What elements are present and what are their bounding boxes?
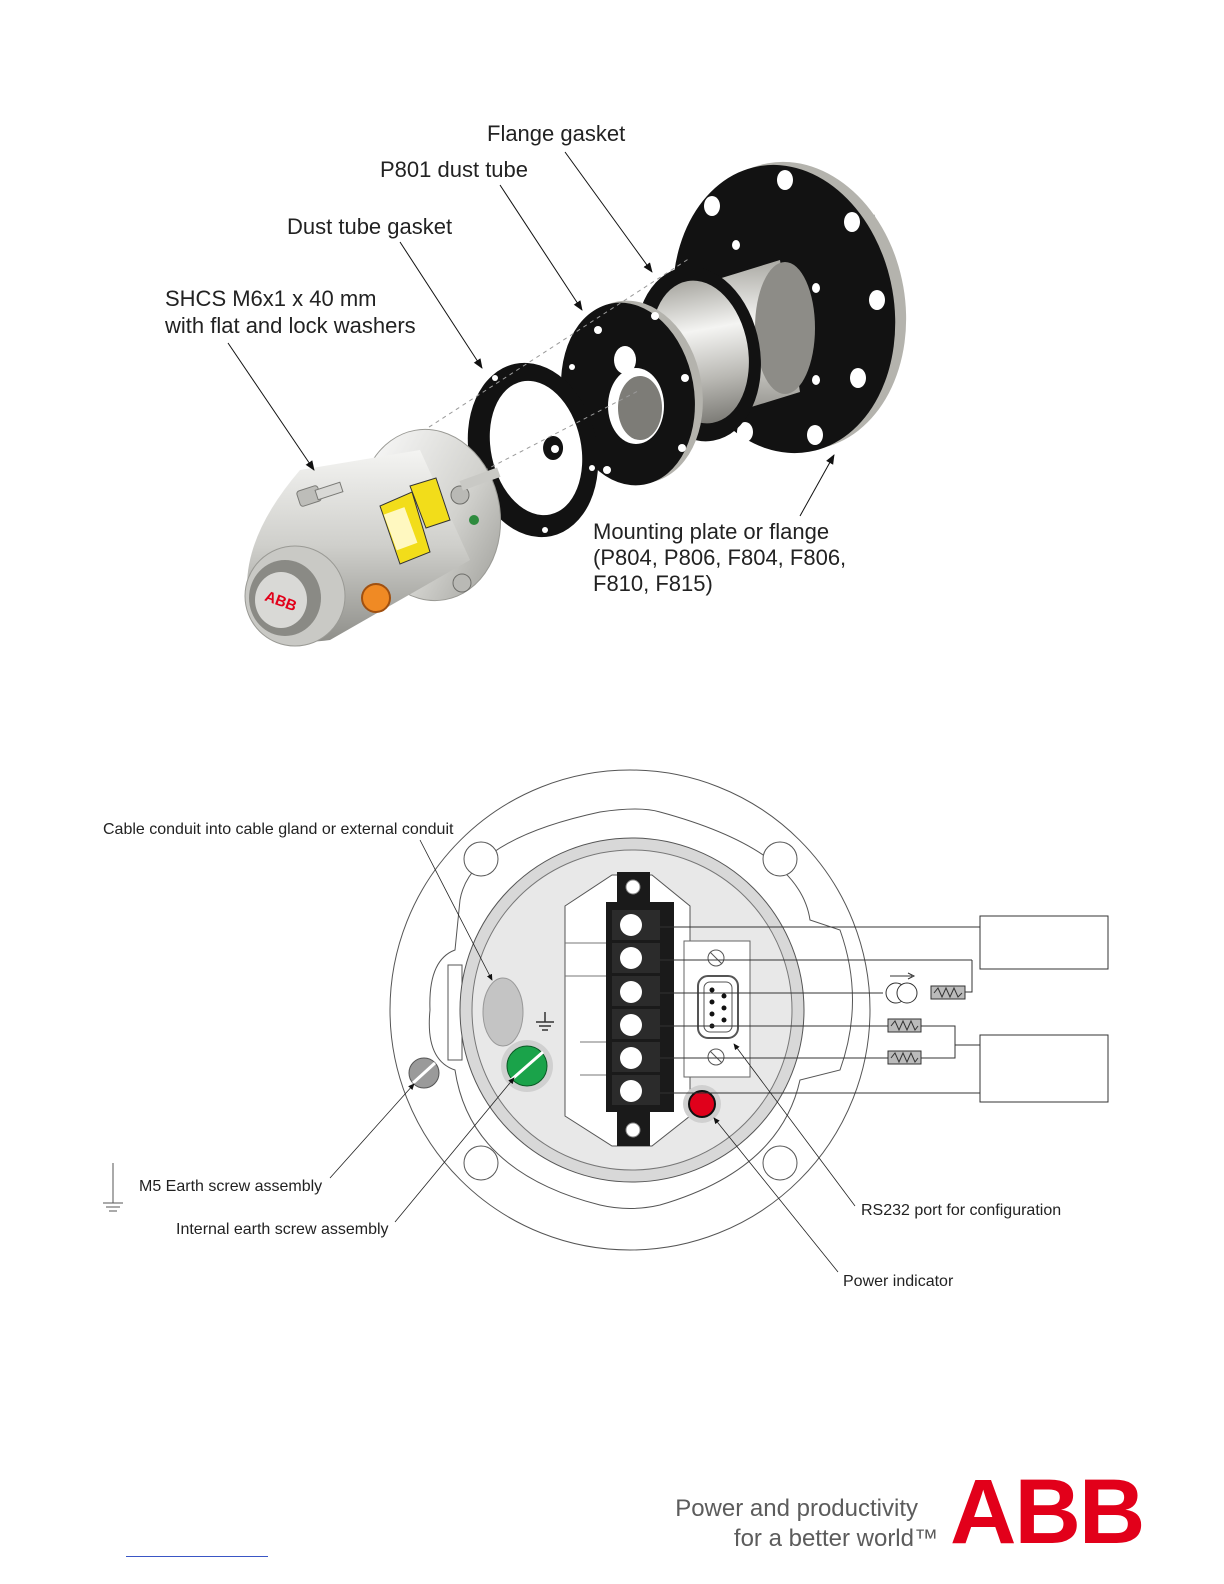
tagline-line1: Power and productivity [675, 1495, 918, 1522]
leader-arrows [227, 151, 835, 517]
wiring-leader-lines [329, 839, 856, 1273]
terminal-block [565, 872, 674, 1146]
sensor-unit: ABB [244, 428, 502, 647]
current-source-icon [885, 972, 918, 1004]
power-indicator-label: Power indicator [843, 1273, 954, 1290]
shcs-bolt [296, 481, 344, 507]
enclosure-inner-housing [459, 837, 805, 1183]
shcs-label-line1: SHCS M6x1 x 40 mm [165, 286, 377, 311]
rs232-port [683, 940, 751, 1078]
footer-rule [126, 1556, 268, 1557]
enclosure-outer-flange [389, 769, 871, 1251]
flange-gasket-label: Flange gasket [487, 121, 626, 146]
alignment-lines [334, 257, 691, 489]
exploded-assembly-diagram: ABB [227, 151, 907, 647]
cable-conduit-label: Cable conduit into cable gland or extern… [103, 821, 454, 838]
mounting-label-line3: F810, F815) [593, 571, 713, 596]
m5-earth-screw-label: M5 Earth screw assembly [139, 1178, 323, 1195]
earth-symbol-icon [536, 1012, 554, 1031]
mounting-label-line2: (P804, P806, F804, F806, [593, 545, 847, 570]
power-indicator-led [683, 1085, 721, 1123]
external-device-box-2 [979, 1034, 1109, 1103]
resistor-zigzags [890, 986, 963, 1064]
dust-tube-gasket [467, 362, 599, 538]
abb-logo: ABB [950, 1461, 1145, 1563]
dust-tube-gasket-label: Dust tube gasket [287, 214, 453, 239]
dust-tube-label: P801 dust tube [380, 157, 529, 182]
resistor-icons [887, 985, 966, 1065]
ground-symbol-icon [103, 1163, 123, 1212]
rs232-port-label: RS232 port for configuration [861, 1202, 1062, 1219]
shcs-label-line2: with flat and lock washers [165, 313, 416, 338]
terminal-screws [612, 910, 660, 1105]
mounting-label-line1: Mounting plate or flange [593, 519, 830, 544]
tagline-line2: for a better world™ [733, 1525, 938, 1552]
field-wiring [660, 926, 980, 1094]
internal-earth-screw [501, 1012, 554, 1092]
internal-earth-screw-label: Internal earth screw assembly [176, 1221, 389, 1238]
external-device-box-1 [979, 915, 1109, 970]
m5-earth-screw [408, 1057, 440, 1089]
